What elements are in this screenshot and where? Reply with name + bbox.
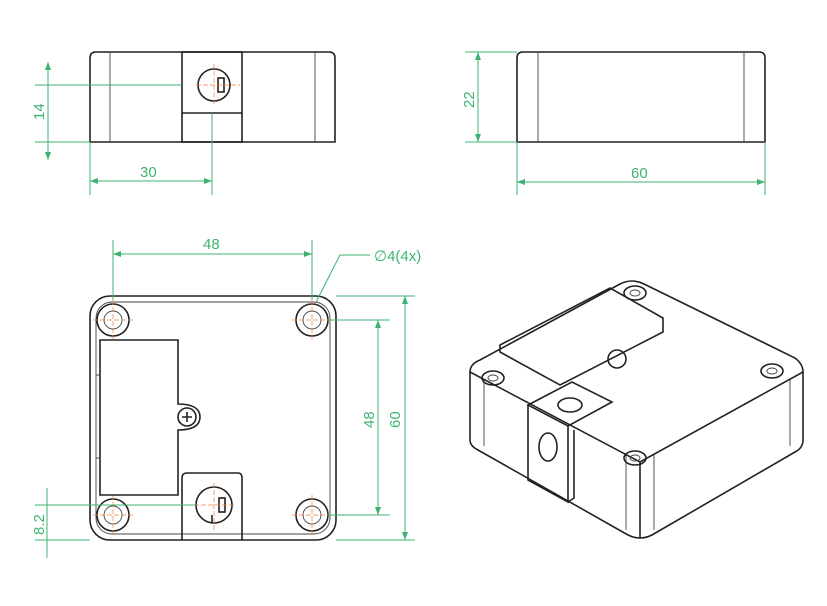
hole-callout: ∅4(4x) [374, 248, 421, 265]
overall-height-dim: 60 [387, 411, 404, 428]
isometric-view [469, 280, 804, 539]
slot-offset-dim: 8.2 [31, 514, 48, 535]
side-view: 22 60 [461, 51, 766, 195]
top-view: 48 ∅4(4x) 48 60 8.2 [31, 236, 421, 558]
mounting-holes [93, 300, 332, 535]
hole-spacing-y-dim: 48 [361, 411, 378, 428]
front-height-dim: 14 [31, 103, 48, 120]
hole-spacing-x-dim: 48 [203, 236, 220, 253]
cover-plate [99, 339, 201, 496]
front-offset-dim: 30 [140, 164, 157, 181]
side-height-dim: 22 [461, 91, 478, 108]
front-view: 14 30 [31, 51, 336, 195]
side-width-dim: 60 [631, 165, 648, 182]
screw-icon [177, 407, 197, 427]
